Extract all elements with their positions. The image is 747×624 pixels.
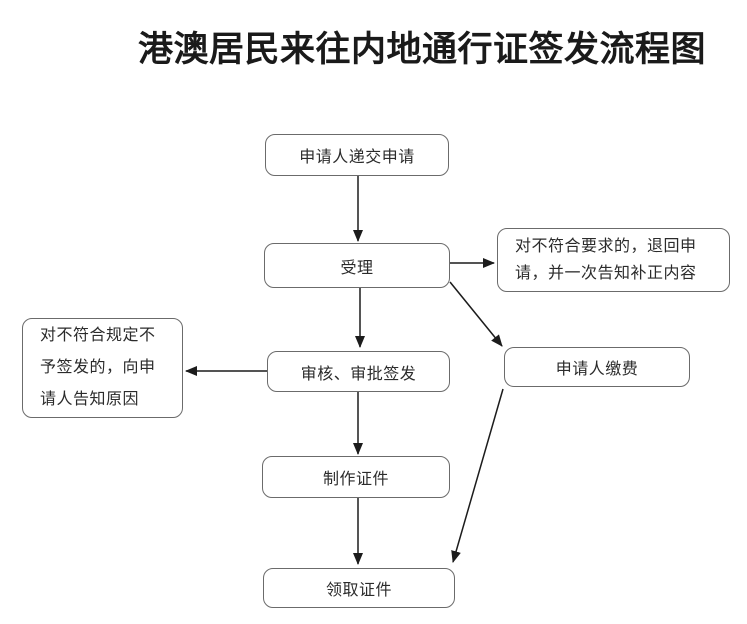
arrow-payment-to-collect (451, 388, 504, 563)
node-refusal-notice-line-1: 对不符合规定不 (40, 327, 156, 344)
node-return-application: 对不符合要求的，退回申 请，并一次告知补正内容 (497, 228, 730, 292)
node-return-application-line-2: 请，并一次告知补正内容 (515, 265, 697, 282)
page-title: 港澳居民来往内地通行证签发流程图 (138, 30, 707, 69)
node-refusal-notice-line-2: 予签发的，向申 (40, 359, 156, 376)
node-return-application-line-1: 对不符合要求的，退回申 (515, 238, 697, 255)
node-collect-document: 领取证件 (263, 568, 455, 608)
node-produce-document: 制作证件 (262, 456, 450, 498)
node-review-approval: 审核、审批签发 (267, 351, 450, 392)
node-refusal-notice: 对不符合规定不 予签发的，向申 请人告知原因 (22, 318, 183, 418)
node-submit-application: 申请人递交申请 (265, 134, 449, 176)
node-refusal-notice-line-3: 请人告知原因 (40, 391, 140, 408)
arrow-acceptance-to-payment (449, 281, 503, 347)
node-applicant-payment: 申请人缴费 (504, 347, 690, 387)
node-acceptance: 受理 (264, 243, 450, 288)
